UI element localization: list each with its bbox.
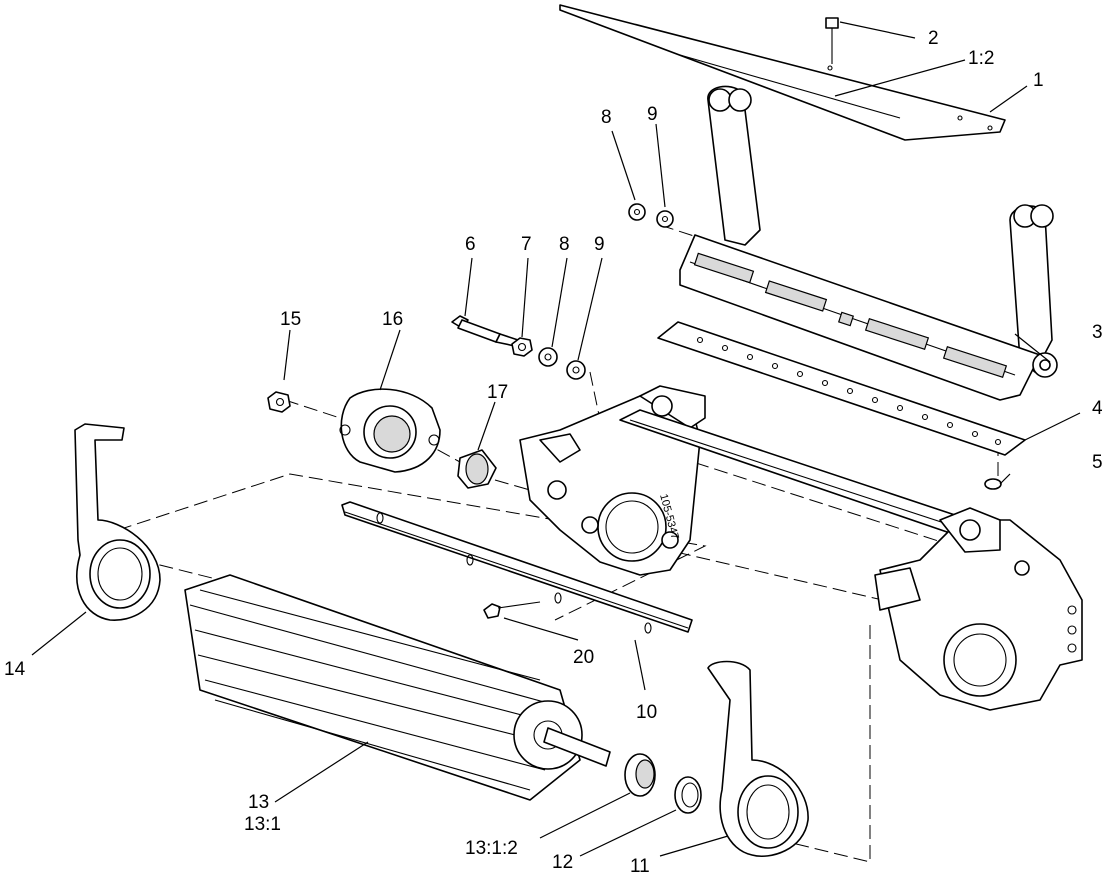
callout-9: 9: [594, 234, 605, 255]
washer-8: [538, 347, 558, 367]
callout-15: 15: [280, 309, 301, 330]
callout-12: 12: [552, 852, 573, 873]
right-side-plate: [874, 507, 1083, 711]
left-bracket: [74, 423, 161, 621]
nut-part-15: [267, 391, 291, 413]
callout-8: 8: [559, 234, 570, 255]
left-side-plate: 105-5347: [519, 385, 706, 576]
bedknife-bar: [341, 501, 693, 634]
screw-part-20: [483, 601, 541, 619]
washer-9: [566, 360, 586, 380]
callout-20: 20: [573, 647, 594, 668]
callout-10: 10: [636, 702, 657, 723]
callout-4: 4: [1092, 398, 1103, 419]
nut-part-7: [511, 337, 533, 357]
callout-7: 7: [521, 234, 532, 255]
reel-bearing: [624, 753, 656, 797]
yoke-frame: [679, 85, 1058, 401]
leader-lines: [31, 21, 1081, 857]
callout-16: 16: [382, 309, 403, 330]
callout-1: 1: [1033, 70, 1044, 91]
callout-13-1-2: 13:1:2: [465, 838, 518, 859]
seal-part-12: [674, 776, 702, 814]
bolt-part-6: [451, 315, 519, 347]
callout-5: 5: [1092, 452, 1103, 473]
callout-11: 11: [630, 856, 650, 877]
right-bracket: [707, 660, 809, 857]
washer-8-top: [628, 203, 646, 221]
callout-9-top: 9: [647, 104, 658, 125]
callout-13: 13: [248, 792, 269, 813]
top-shield-plate: [559, 4, 1006, 141]
callout-3: 3: [1092, 322, 1103, 343]
washer-9-top: [656, 210, 674, 228]
screw-part-2: [825, 17, 839, 64]
callout-labels: 1 2 1:2 3 4 5 6 7 8 8 9 9 10 11 12 13 13…: [4, 28, 1103, 877]
bearing-housing: [339, 388, 441, 473]
callout-8-top: 8: [601, 107, 612, 128]
reel-assembly: [184, 574, 611, 801]
callout-1-2: 1:2: [968, 48, 994, 69]
callout-2: 2: [928, 28, 939, 49]
callout-6: 6: [465, 234, 476, 255]
bushing-part-17: [457, 449, 497, 489]
callout-13-1: 13:1: [244, 814, 281, 835]
callout-14: 14: [4, 659, 26, 680]
callout-17: 17: [487, 382, 508, 403]
screw-part-5: [984, 478, 1002, 490]
